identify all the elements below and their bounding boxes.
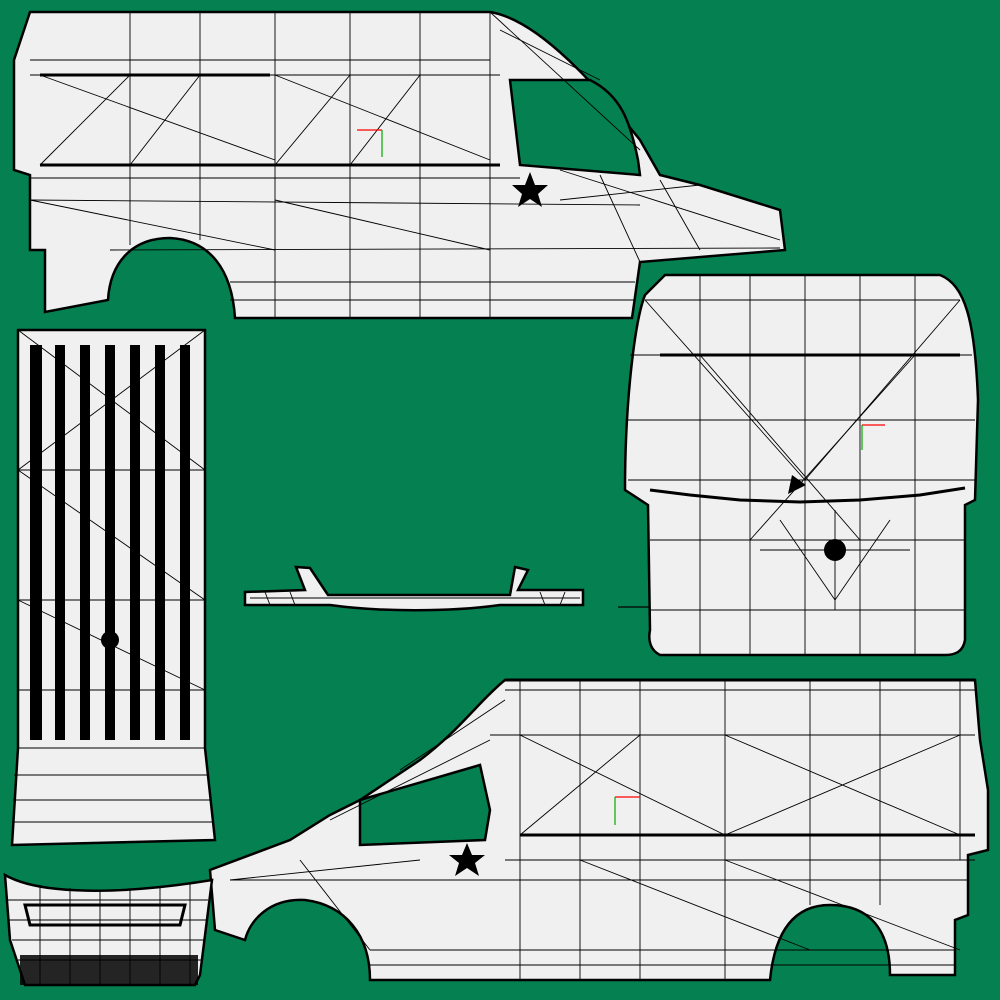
van-roof-panel (10, 328, 217, 847)
mesh-vertex-hub-icon (101, 631, 119, 649)
van-side-panel-left (12, 10, 787, 320)
grille-lower-band (20, 955, 198, 985)
axis-gizmo-right-icon (614, 796, 640, 825)
roof-rib-bars (30, 345, 190, 740)
star-marker-icon (512, 172, 548, 207)
axis-gizmo-icon (357, 129, 383, 157)
rear-hub-icon (824, 539, 846, 561)
rear-star-icon (788, 475, 806, 494)
van-side-panel-right (208, 678, 990, 982)
van-rear-panel (618, 273, 980, 657)
bumper-trim-strip (243, 565, 585, 612)
front-grille-panel (3, 872, 214, 987)
star-marker-right-icon (449, 843, 485, 876)
axis-gizmo-rear-icon (861, 424, 885, 450)
